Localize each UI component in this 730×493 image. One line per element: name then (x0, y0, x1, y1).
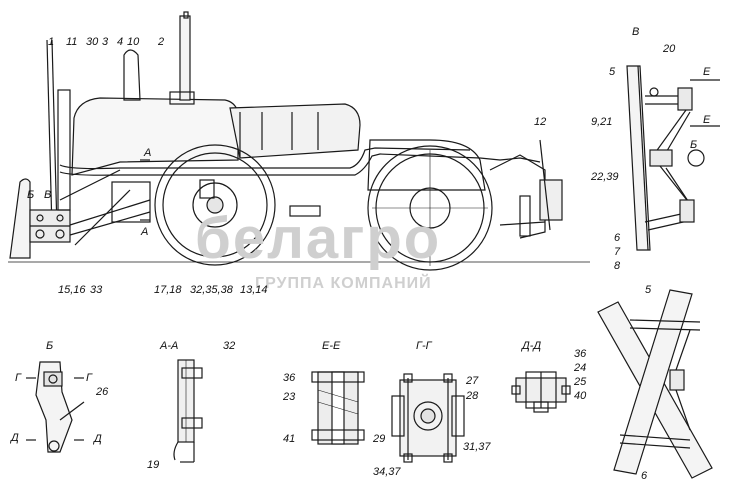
view-x-frame (597, 289, 713, 479)
label-4: 4 (117, 36, 124, 48)
label-v-5: 5 (609, 66, 616, 78)
label-section-a-a-19: 19 (147, 459, 160, 471)
label-a-top: А (144, 147, 152, 159)
label-12: 12 (534, 116, 547, 128)
label-1: 1 (48, 36, 55, 48)
label-section-b-d-right: Д (94, 433, 102, 445)
label-v-left: В (44, 189, 52, 201)
section-b (26, 361, 85, 453)
label-section-g-g-27: 27 (466, 375, 479, 387)
label-v-8: 8 (614, 260, 621, 272)
label-section-e-e-41: 41 (283, 433, 296, 445)
label-32-35-38: 32,35,38 (190, 284, 233, 296)
section-a-a (173, 359, 203, 463)
view-v (626, 65, 720, 251)
label-section-g-g-29: 29 (373, 433, 386, 445)
label-30: 30 (86, 36, 99, 48)
section-d-d (511, 371, 571, 413)
watermark-brand: белагро (195, 206, 442, 271)
watermark-subtitle: ГРУППА КОМПАНИЙ (255, 275, 432, 292)
label-15-16: 15,16 (58, 284, 86, 296)
label-section-a-a-title: А-А (160, 340, 179, 352)
label-section-g-g-31-37: 31,37 (463, 441, 491, 453)
label-section-b-26: 26 (96, 386, 109, 398)
label-a-bottom: А (141, 226, 149, 238)
label-view-v-title: В (632, 26, 640, 38)
label-v-9-21: 9,21 (591, 116, 613, 128)
label-section-g-g-title: Г-Г (416, 340, 432, 352)
label-x-6: 6 (641, 470, 648, 482)
label-section-b-g-left: Г (15, 372, 21, 384)
label-section-b-g-right: Г (86, 372, 92, 384)
label-17-18: 17,18 (154, 284, 182, 296)
label-section-b-title: Б (46, 340, 54, 352)
label-2: 2 (158, 36, 165, 48)
section-g-g (391, 373, 465, 463)
label-section-g-g-28: 28 (466, 390, 479, 402)
label-33: 33 (90, 284, 103, 296)
label-3: 3 (102, 36, 109, 48)
section-e-e (311, 371, 365, 445)
label-v-e-top: Е (703, 66, 711, 78)
label-v-20: 20 (663, 43, 676, 55)
label-x-5: 5 (645, 284, 652, 296)
label-section-e-e-title: Е-Е (322, 340, 341, 352)
label-13-14: 13,14 (240, 284, 268, 296)
label-section-d-d-title: Д-Д (522, 340, 542, 352)
label-section-g-g-34-37: 34,37 (373, 466, 401, 478)
label-v-7: 7 (614, 246, 621, 258)
label-section-d-d-25: 25 (574, 376, 587, 388)
label-section-d-d-36: 36 (574, 348, 587, 360)
label-v-6: 6 (614, 232, 621, 244)
label-section-d-d-24: 24 (574, 362, 587, 374)
label-section-b-d-left: Д (11, 432, 19, 444)
label-b-left: Б (27, 189, 35, 201)
label-section-e-e-36: 36 (283, 372, 296, 384)
label-v-e-bottom: Е (703, 114, 711, 126)
label-section-a-a-32: 32 (223, 340, 236, 352)
label-11: 11 (66, 36, 78, 48)
label-v-b: Б (690, 139, 698, 151)
label-10: 10 (127, 36, 140, 48)
label-section-d-d-40: 40 (574, 390, 587, 402)
tractor-main-view (8, 11, 590, 271)
label-v-22-39: 22,39 (591, 171, 619, 183)
label-section-e-e-23: 23 (283, 391, 296, 403)
